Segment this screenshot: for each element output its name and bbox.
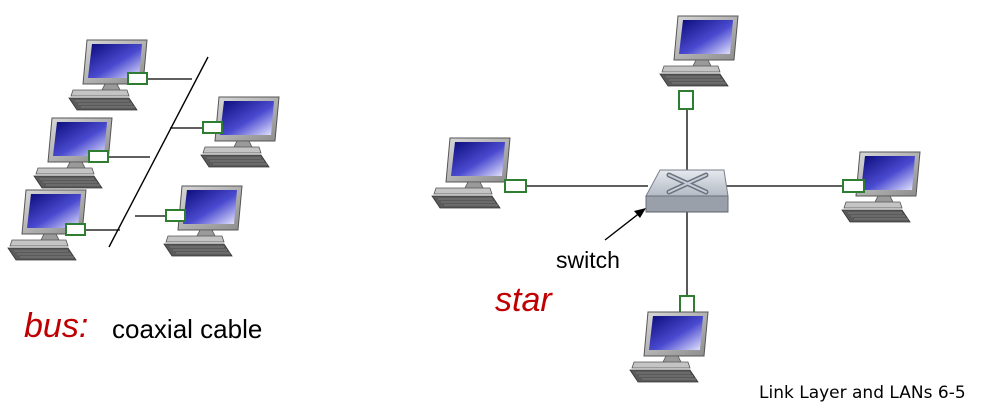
network-adapter-icon [678,90,694,110]
star-topology-title: star [495,281,552,319]
bus-topology-title: bus: [24,307,89,345]
star-host-left [431,137,527,209]
slide-footer: Link Layer and LANs 6-5 [759,383,966,403]
desktop-computer-icon [431,137,511,209]
switch-pointer-arrow [604,208,646,241]
bus-host-4 [170,96,280,168]
bus-host-1 [68,39,192,111]
bus-host-3 [7,189,120,261]
desktop-computer-icon [659,15,739,87]
network-adapter-icon [165,209,186,222]
network-adapter-icon [679,295,695,315]
star-host-right [841,151,921,223]
bus-host-5 [135,185,243,257]
star-topology [431,15,921,383]
bus-backbone-cable [108,56,209,248]
network-adapter-icon [504,179,527,193]
network-adapter-icon [65,223,86,236]
switch-label: switch [556,247,620,273]
network-adapter-icon [202,121,223,134]
network-adapter-icon [88,150,109,163]
network-adapter-icon [842,179,865,193]
bus-topology-description: coaxial cable [112,314,263,344]
ethernet-switch-icon [645,169,729,213]
bus-topology [7,39,280,261]
star-host-top [659,15,739,110]
bus-host-2 [33,117,150,189]
network-adapter-icon [127,72,148,85]
desktop-computer-icon [629,311,709,383]
star-host-bottom [629,295,709,383]
